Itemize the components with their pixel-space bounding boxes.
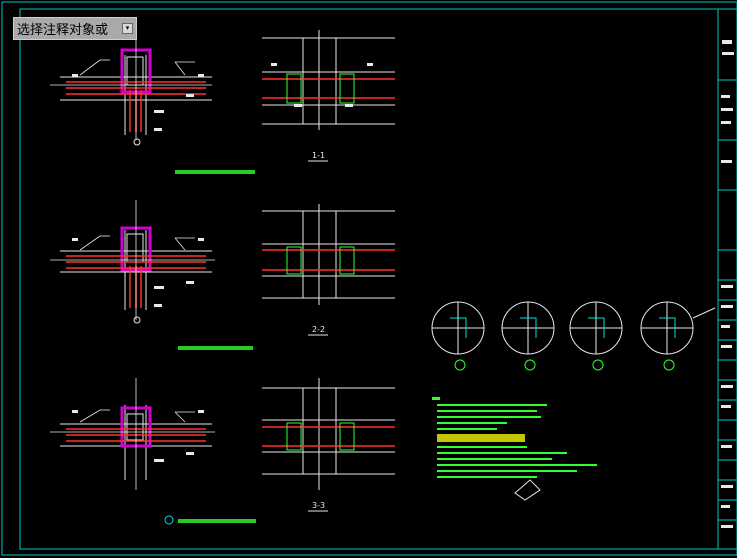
section-label-1: 1-1	[312, 151, 325, 160]
joint-plan-1	[50, 40, 255, 174]
dropdown-arrow-icon[interactable]: ▾	[122, 23, 133, 34]
joint-plan-2	[50, 200, 253, 350]
section-label-3: 3-3	[312, 501, 325, 510]
section-3-3	[262, 378, 395, 490]
section-label-2: 2-2	[312, 325, 325, 334]
title-block	[717, 9, 737, 549]
section-2-2	[262, 204, 395, 305]
command-prompt-text: 选择注释对象或	[17, 23, 109, 38]
general-notes	[432, 397, 597, 478]
detail-circles	[431, 301, 716, 355]
title-block-marks	[721, 40, 734, 528]
section-1-1	[262, 30, 395, 130]
command-prompt-tooltip[interactable]: 选择注释对象或 ▾	[13, 17, 137, 40]
joint-plan-3	[50, 378, 256, 525]
